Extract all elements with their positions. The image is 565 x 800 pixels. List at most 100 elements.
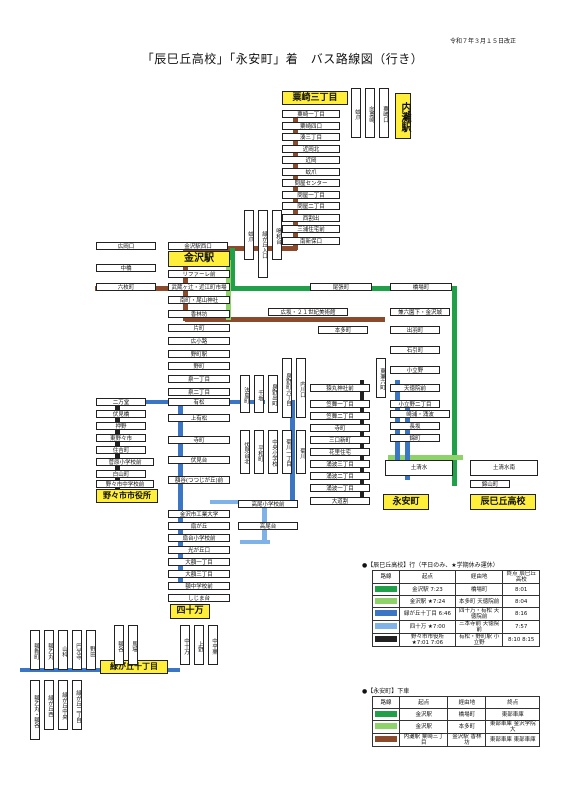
stop-bottom-9[interactable]: 中平栗 xyxy=(208,625,218,665)
stop-higashi-nonoichi[interactable]: 東野々市 xyxy=(96,434,146,442)
stop-bottom-7[interactable]: 中十万 xyxy=(180,625,190,665)
stop-awasaki-line[interactable]: 問屋センター xyxy=(282,179,340,187)
stop-dewamachi[interactable]: 出羽町 xyxy=(390,326,440,334)
stop-teramachi[interactable]: 寺町 xyxy=(168,436,230,444)
stop-sugawara[interactable]: 菅原小学校前 xyxy=(96,458,154,466)
stop-nuka-jhs[interactable]: 額中学校前 xyxy=(168,582,230,590)
stop-kanazawa-vert-1[interactable]: 蚊爪 xyxy=(244,210,254,260)
stop-nomachi[interactable]: 野町 xyxy=(168,362,230,370)
stop-hashibacho[interactable]: 橋場町 xyxy=(390,283,452,291)
stop-awasaki-line[interactable]: 西割出 xyxy=(282,213,340,222)
stop-top-vert-2[interactable]: 向粟崎 xyxy=(365,88,375,138)
stop-kenrokuen[interactable]: 兼六園下・金沢城 xyxy=(390,308,450,316)
stop-kasamai1[interactable]: 笠舞一丁目 xyxy=(310,400,370,408)
hub-awasaki[interactable]: 粟崎三丁目 xyxy=(282,91,348,105)
stop-ougidai[interactable]: 扇台小学校前 xyxy=(168,534,230,542)
stop-izumi1[interactable]: 泉一丁目 xyxy=(168,375,230,383)
stop-izumi2[interactable]: 泉二丁目 xyxy=(168,388,230,396)
stop-ougigaoka[interactable]: 扇が丘 xyxy=(168,522,230,530)
stop-kodatsuno[interactable]: 小立野 xyxy=(390,366,440,374)
stop-awasaki-line[interactable]: 蚊爪 xyxy=(282,167,340,176)
stop-nukadani[interactable]: 額谷(つつじが丘)前 xyxy=(168,476,230,484)
stop-hirooka[interactable]: 広岡口 xyxy=(96,242,156,250)
stop-awasaki-line[interactable]: 南新保口 xyxy=(282,236,340,245)
stop-hondamachi[interactable]: 本多町 xyxy=(318,326,368,334)
stop-vmid-3[interactable]: 泉野町六丁目 xyxy=(282,358,292,418)
stop-fushimidai[interactable]: 伏見台 xyxy=(168,456,230,464)
stop-bottom-13[interactable]: 緑が丘二丁目 xyxy=(72,680,82,730)
stop-musashi[interactable]: 武蔵ヶ辻・近江町市場 xyxy=(168,283,230,291)
stop-vmid-10[interactable]: 東兼六町 xyxy=(376,358,386,398)
stop-ishibiki[interactable]: 石引町 xyxy=(390,346,440,354)
stop-nakahashi[interactable]: 中橋 xyxy=(96,264,156,272)
stop-vmid-4[interactable]: 内川口 xyxy=(296,358,306,418)
stop-awasaki-line[interactable]: 問屋一丁目 xyxy=(282,190,340,199)
stop-hirokoji[interactable]: 広小路 xyxy=(168,337,230,345)
stop-awasaki-line[interactable]: 粟崎四口 xyxy=(282,121,340,130)
stop-top-vert-3[interactable]: 粟崎口 xyxy=(379,88,389,138)
stop-daidouwari[interactable]: 大道割 xyxy=(310,497,370,505)
stop-awasaki-line[interactable]: 粟崎一丁目 xyxy=(282,110,340,118)
stop-vmid-9[interactable]: 菊川 xyxy=(296,430,306,474)
stop-awasaki-line[interactable]: 三浦住宅前 xyxy=(282,225,340,233)
stop-ohnuka3[interactable]: 大額三丁目 xyxy=(168,570,230,578)
hub-tatsumigaoka[interactable]: 辰巳丘高校 xyxy=(470,494,536,510)
stop-awasaki-line[interactable]: 問屋二丁目 xyxy=(282,202,340,210)
stop-teramachi-e[interactable]: 寺町 xyxy=(310,424,370,432)
stop-korinbo[interactable]: 香林坊 xyxy=(168,310,230,318)
stop-bottom-11[interactable]: 緑が丘西 xyxy=(44,680,54,730)
stop-wakunami2[interactable]: 涌波二丁目 xyxy=(310,472,370,480)
stop-kasamai2[interactable]: 笠舞二丁目 xyxy=(310,412,370,420)
stop-bottom-8[interactable]: 上野 xyxy=(194,625,204,665)
stop-minamicho[interactable]: 南町・尾山神社 xyxy=(168,296,230,304)
stop-bottom-4[interactable]: 野田 xyxy=(86,630,96,670)
stop-takaosho[interactable]: 高尾小学校前 xyxy=(238,500,298,508)
stop-tsuchishimizu-minami[interactable]: 土清水南 xyxy=(470,460,538,476)
stop-fushimibashi[interactable]: 伏見橋 xyxy=(96,410,146,418)
stop-vmid-5[interactable]: 伏見台北 xyxy=(240,430,250,474)
stop-hirosaka[interactable]: 広坂・２１世紀美術館 xyxy=(268,308,348,316)
stop-vmid-2[interactable]: 泉野出町 xyxy=(268,375,278,413)
stop-kodatsuno2[interactable]: 小立野二丁目 xyxy=(390,400,440,408)
stop-kinzanmachi[interactable]: 錦山町 xyxy=(470,480,510,488)
stop-tsuchishimizu[interactable]: 土清水 xyxy=(385,460,453,476)
stop-wakunami3[interactable]: 涌波三丁目 xyxy=(310,460,370,468)
stop-hakusancho[interactable]: 白山町 xyxy=(96,470,146,478)
stop-nomachi-eki[interactable]: 野町駅 xyxy=(168,350,230,358)
stop-nimando[interactable]: 二万堂 xyxy=(96,398,146,406)
stop-nonoichi-jhs[interactable]: 野々市中学校前 xyxy=(96,480,154,488)
stop-sakiura[interactable]: 崎浦・涌波 xyxy=(390,410,450,418)
stop-sarumaru[interactable]: 猿丸神社前 xyxy=(310,384,370,392)
stop-owaricho[interactable]: 尾張町 xyxy=(310,283,372,291)
stop-shijimadai[interactable]: しじま台 xyxy=(168,594,230,602)
stop-vmid-7[interactable]: 中央小学校 xyxy=(268,430,278,474)
stop-bottom-2[interactable]: 山科 xyxy=(58,630,68,670)
hub-nonoichi[interactable]: 野々市市役所 xyxy=(96,489,158,503)
stop-katamachi[interactable]: 片町 xyxy=(168,324,230,332)
hub-uchinada[interactable]: 内灘駅 xyxy=(395,93,411,139)
stop-wakunami1[interactable]: 涌波一丁目 xyxy=(310,484,370,492)
stop-nishikimachi[interactable]: 錦町 xyxy=(390,434,440,442)
stop-hanasato[interactable]: 花里住宅 xyxy=(310,448,370,456)
stop-awasaki-line[interactable]: 近岡 xyxy=(282,156,340,164)
stop-nagasaka[interactable]: 長坂 xyxy=(390,422,440,430)
stop-top-vert-1[interactable]: 蚊爪 xyxy=(351,88,361,138)
stop-kamiarimatsu[interactable]: 上有松 xyxy=(168,414,230,422)
stop-bottom-0[interactable]: 額新町 xyxy=(30,630,40,670)
hub-kanazawa[interactable]: 金沢駅 xyxy=(168,251,230,267)
stop-oshino[interactable]: 押野 xyxy=(96,422,146,430)
stop-vmid-1[interactable]: 千坂 xyxy=(254,375,264,413)
stop-bottom-3[interactable]: 円光寺 xyxy=(72,630,82,670)
stop-vmid-6[interactable]: 平和町 xyxy=(254,430,264,474)
stop-arimatsu[interactable]: 有松 xyxy=(168,398,230,406)
stop-rokumai[interactable]: 六枚町 xyxy=(96,283,156,291)
stop-hikarigaoka[interactable]: 光が丘口 xyxy=(168,546,230,554)
stop-bottom-1[interactable]: 額乙丸 xyxy=(44,630,54,670)
stop-mikuchi[interactable]: 三口新町 xyxy=(310,436,370,444)
stop-ohnuka1[interactable]: 大額一丁目 xyxy=(168,558,230,566)
stop-bottom-5[interactable]: 額谷 xyxy=(114,625,124,665)
stop-kanazawa-vert-3[interactable]: 鳴和台 xyxy=(272,210,282,260)
hub-eian[interactable]: 永安町 xyxy=(383,494,429,510)
stop-tentokuin[interactable]: 天徳院前 xyxy=(390,384,440,392)
stop-awasaki-line[interactable]: 湊三丁目 xyxy=(282,133,340,141)
